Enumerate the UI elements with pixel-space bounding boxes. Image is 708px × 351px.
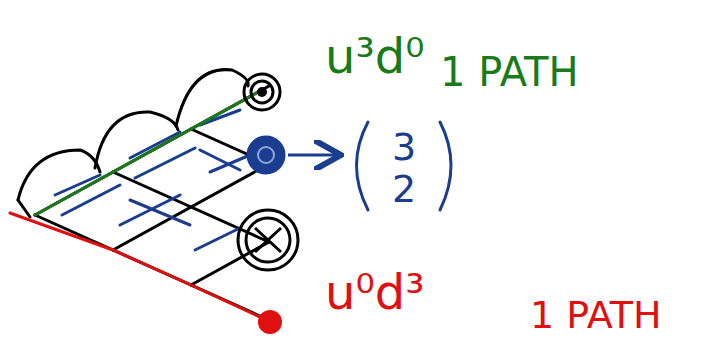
path-count: 1 PATH <box>530 296 662 334</box>
end-nodes <box>238 74 298 334</box>
pointer-arrow <box>288 154 338 157</box>
path-term: u³d⁰ <box>325 32 424 80</box>
hatch-lines <box>55 110 250 250</box>
lattice-lines <box>18 70 269 320</box>
up-path <box>35 90 262 215</box>
path-count: 1 PATH <box>440 52 579 92</box>
path-term: u⁰d³ <box>325 268 424 316</box>
binomial-top: 3 <box>392 128 416 166</box>
binomial-bottom: 2 <box>392 170 416 208</box>
down-path <box>10 213 262 318</box>
binomial-brackets <box>357 122 452 210</box>
